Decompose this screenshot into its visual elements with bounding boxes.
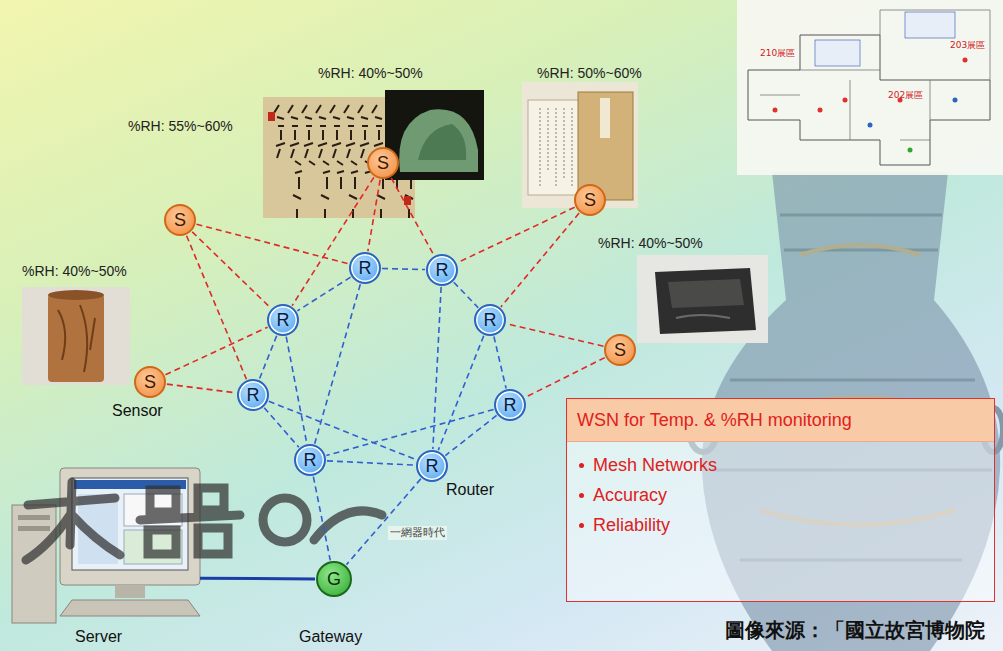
mesh-link [297, 277, 350, 311]
mesh-link [326, 410, 493, 456]
node-letter: R [277, 310, 290, 330]
router-node: R [294, 444, 326, 476]
mesh-link [327, 461, 415, 465]
sensor-link [165, 327, 267, 375]
jade-picture [385, 90, 484, 180]
sensor-node: SSensor [134, 366, 166, 398]
humidity-range: %RH: 40%~50% [318, 64, 423, 82]
zone-label: 210展區 [760, 48, 795, 59]
gateway-node: GGateway [316, 561, 352, 597]
sensor-link [292, 177, 374, 305]
logo-subtitle: 一網器時代 [388, 526, 447, 540]
router-node: R [267, 304, 299, 336]
bullet-item: Reliability [567, 510, 994, 540]
node-caption: Server [75, 628, 122, 646]
mesh-link [494, 337, 506, 389]
node-letter: R [426, 456, 439, 476]
node-letter: S [614, 340, 626, 360]
sensor-node: S [604, 334, 636, 366]
router-node: R [237, 379, 269, 411]
node-letter: G [327, 569, 341, 589]
mesh-link [259, 336, 276, 379]
humidity-range: %RH: 40%~50% [598, 234, 703, 252]
sensor-link [196, 224, 348, 263]
mesh-link [346, 479, 420, 565]
mesh-link [445, 415, 496, 455]
sensor-link [391, 178, 434, 255]
humidity-range: %RH: 40%~50% [22, 262, 127, 280]
sensor-node: S [574, 184, 606, 216]
sensor-node: S [164, 204, 196, 236]
router-node: R [494, 389, 526, 421]
mesh-link [454, 282, 478, 307]
sensor-link [457, 207, 574, 262]
node-letter: R [247, 385, 260, 405]
node-caption: Gateway [299, 628, 362, 646]
sensor-link [187, 236, 247, 380]
panel-heading: WSN for Temp. & %RH monitoring [567, 399, 994, 442]
sensor-link [192, 232, 271, 308]
sensor-link [368, 180, 380, 251]
server-node: Server [55, 548, 200, 608]
mesh-link [264, 408, 299, 447]
mesh-link [382, 268, 425, 269]
sensor-node: S [367, 147, 399, 179]
router-node: R [474, 304, 506, 336]
node-letter: R [504, 395, 517, 415]
router-node: RRouter [416, 450, 448, 482]
mesh-link [315, 284, 361, 443]
node-caption: Sensor [112, 402, 163, 420]
node-letter: R [436, 260, 449, 280]
mesh-link [286, 337, 307, 444]
node-letter: R [304, 450, 317, 470]
feature-panel: WSN for Temp. & %RH monitoringMesh Netwo… [566, 398, 995, 602]
mesh-link [313, 477, 330, 561]
inkstone-picture [637, 255, 768, 343]
humidity-range: %RH: 55%~60% [128, 117, 233, 135]
wired-link [200, 577, 315, 581]
bullet-item: Accuracy [567, 480, 994, 510]
brush-pot-picture [22, 287, 130, 385]
sensor-link [507, 324, 604, 346]
mesh-link [269, 401, 416, 459]
sensor-link [501, 213, 579, 307]
node-letter: S [174, 210, 186, 230]
node-letter: S [377, 153, 389, 173]
humidity-range: %RH: 50%~60% [537, 64, 642, 82]
router-node: R [349, 252, 381, 284]
floor-plan [737, 0, 1003, 175]
zone-label: 202展區 [888, 90, 923, 101]
node-letter: R [359, 258, 372, 278]
node-letter: R [484, 310, 497, 330]
node-caption: Router [446, 481, 494, 499]
sensor-link [167, 384, 236, 393]
mesh-link [438, 336, 483, 450]
router-node: R [426, 254, 458, 286]
zone-label: 203展區 [950, 40, 985, 51]
node-letter: S [144, 372, 156, 392]
sensor-link [525, 358, 605, 398]
image-source: 圖像來源：「國立故宮博物院 [725, 618, 985, 643]
bullet-item: Mesh Networks [567, 450, 994, 480]
node-letter: S [584, 190, 596, 210]
